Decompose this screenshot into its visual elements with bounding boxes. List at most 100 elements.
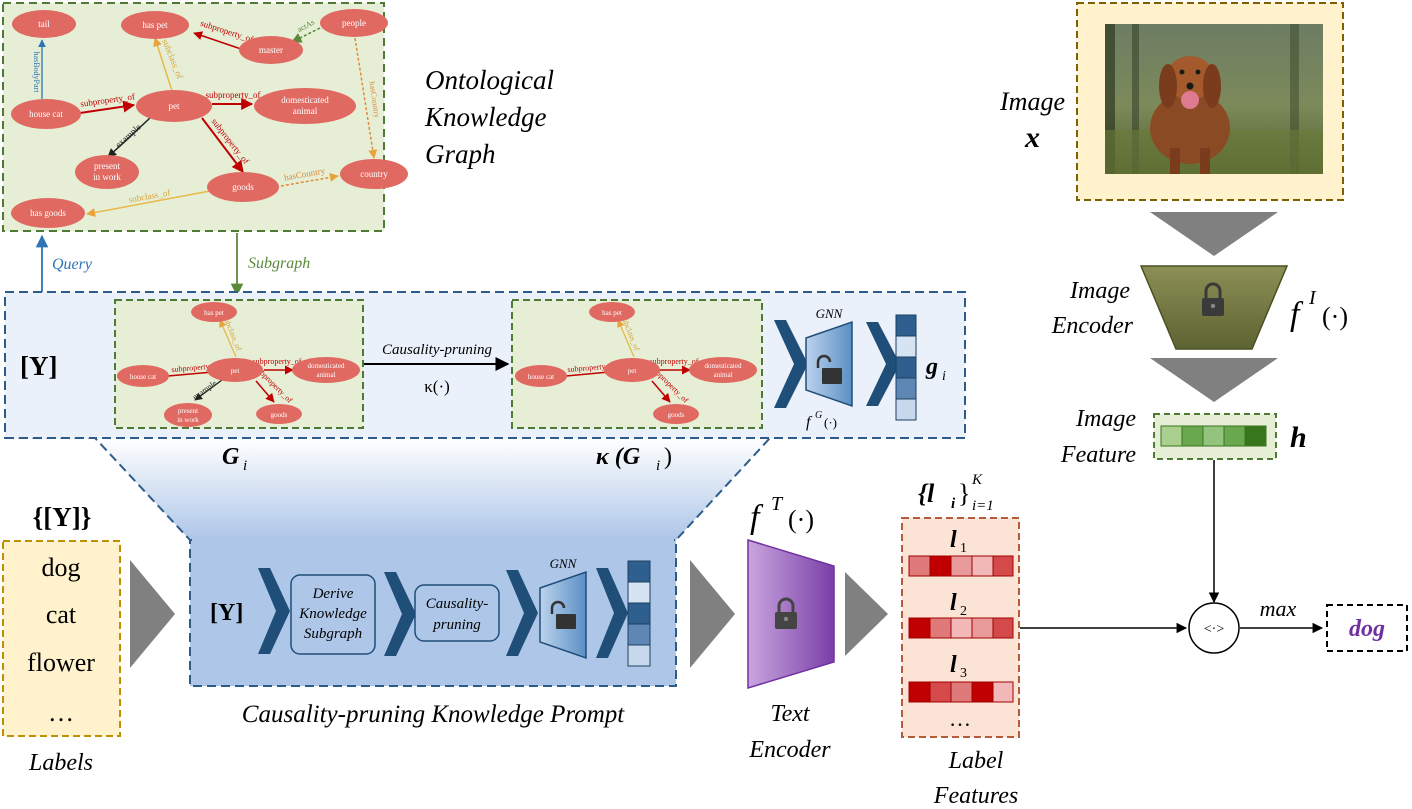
gi-output-symbol: g bbox=[925, 354, 938, 380]
edge-line bbox=[617, 319, 635, 358]
zoom-funnel bbox=[95, 438, 770, 540]
graph-node bbox=[653, 404, 699, 424]
edge-label: hasBodyPart bbox=[32, 52, 41, 94]
unlock-icon bbox=[550, 600, 576, 629]
prediction-box bbox=[1326, 604, 1408, 652]
label-features-sub: i bbox=[951, 496, 956, 512]
feature-sub: 1 bbox=[960, 541, 967, 556]
feature-sub: 3 bbox=[960, 666, 967, 681]
text-encoder-arg: (·) bbox=[788, 505, 814, 534]
edge-line bbox=[255, 380, 275, 403]
funnel-edge bbox=[5, 437, 965, 541]
graph-node bbox=[689, 357, 757, 383]
similarity-node bbox=[1188, 602, 1240, 654]
derive-line: Knowledge bbox=[298, 606, 367, 622]
edge-label: subproperty_of bbox=[253, 357, 302, 366]
derive-subgraph-box bbox=[290, 574, 376, 655]
graph-node bbox=[239, 36, 303, 64]
graph-node bbox=[515, 365, 567, 387]
label-item: flower bbox=[27, 648, 95, 677]
node-label: people bbox=[342, 18, 366, 28]
kgi-close: ) bbox=[664, 444, 672, 470]
labels-set-title: {[Y]} bbox=[33, 502, 92, 532]
gnn-top-label: GNN bbox=[816, 306, 844, 321]
image-feature-var: h bbox=[1290, 421, 1307, 454]
flow-arrow bbox=[130, 560, 175, 668]
node-label: master bbox=[259, 45, 283, 55]
label-features-brace: {l bbox=[918, 479, 935, 508]
edge-line bbox=[153, 37, 173, 92]
edge-line bbox=[194, 379, 223, 401]
y-token: [Y] bbox=[20, 351, 57, 381]
text-encoder-sup: T bbox=[771, 493, 784, 515]
graph-node bbox=[589, 302, 635, 322]
caption-line: Graph bbox=[425, 139, 496, 169]
node-label: in work bbox=[93, 172, 121, 182]
derive-line: Derive bbox=[312, 586, 354, 602]
chevron-right-icon bbox=[866, 322, 900, 406]
gnn-top-arg: (·) bbox=[824, 415, 837, 430]
label-features-sub2: i=1 bbox=[972, 498, 994, 514]
labels-caption: Labels bbox=[28, 750, 93, 776]
edge-line bbox=[219, 319, 237, 358]
edge-line bbox=[79, 100, 136, 114]
feature-sub: 2 bbox=[960, 604, 967, 619]
max-label: max bbox=[1260, 596, 1297, 621]
image-var: x bbox=[1024, 121, 1040, 154]
caption-line: Ontological bbox=[425, 65, 554, 95]
node-label: pet bbox=[628, 367, 637, 375]
graph-node bbox=[75, 155, 139, 189]
graph-node bbox=[11, 198, 85, 228]
label-features-title: {l i } K i=1 bbox=[918, 472, 994, 514]
gnn-encoder-top bbox=[805, 320, 853, 408]
feature-vector-l3 bbox=[908, 681, 1014, 703]
image-encoder-caption: Image bbox=[1069, 278, 1130, 304]
node-label: goods bbox=[232, 182, 254, 192]
graph-node bbox=[164, 403, 212, 427]
node-label: animal bbox=[713, 371, 732, 379]
edge-label: subproperty_of bbox=[206, 90, 261, 100]
prune-line: pruning bbox=[432, 617, 481, 633]
label-features-caption: Label bbox=[948, 748, 1004, 774]
feature-vector-l1 bbox=[908, 555, 1014, 577]
image-feature-caption: Feature bbox=[1060, 442, 1136, 468]
edge-line bbox=[86, 190, 211, 217]
label-item: … bbox=[48, 698, 74, 727]
node-label: house cat bbox=[29, 109, 63, 119]
image-encoder-arg: (·) bbox=[1322, 302, 1348, 331]
node-label: present bbox=[178, 407, 198, 415]
chevron-right-icon bbox=[258, 568, 290, 654]
graph-node bbox=[292, 357, 360, 383]
edge-line bbox=[291, 27, 321, 43]
node-label: pet bbox=[169, 101, 180, 111]
label-item: dog bbox=[42, 553, 81, 582]
gnn-top-fn: f bbox=[806, 414, 813, 431]
unlock-icon bbox=[816, 354, 842, 384]
lock-icon bbox=[1202, 282, 1224, 316]
gi-output-subscript: i bbox=[942, 369, 946, 384]
pruning-label: Causality-pruning bbox=[382, 342, 493, 358]
subgraph-gi: subproperty_of subclass_of subproperty_o… bbox=[114, 299, 364, 429]
node-label: house cat bbox=[130, 373, 156, 381]
graph-node bbox=[11, 99, 81, 129]
label-features-brace-end: } bbox=[958, 479, 970, 508]
edge-line bbox=[651, 380, 671, 403]
graph-node bbox=[207, 358, 263, 382]
graph-node bbox=[12, 10, 76, 38]
ontology-graph: hasBodyPart subproperty_of subproperty_o… bbox=[2, 2, 408, 232]
image-feature-vector bbox=[1160, 425, 1267, 447]
subgraph-label: Subgraph bbox=[248, 255, 310, 272]
causality-pruning-box bbox=[414, 584, 500, 642]
feature-name: l bbox=[950, 590, 957, 616]
graph-node bbox=[136, 90, 212, 122]
labels-box bbox=[2, 540, 121, 737]
graph-node bbox=[320, 9, 388, 37]
gnn-top-sup: G bbox=[815, 410, 822, 421]
graph-node bbox=[117, 365, 169, 387]
text-encoder-fn: f bbox=[750, 499, 764, 536]
graph-node bbox=[207, 172, 279, 202]
node-label: domesticated bbox=[281, 95, 329, 105]
node-label: domesticated bbox=[308, 362, 345, 370]
node-label: house cat bbox=[528, 373, 554, 381]
